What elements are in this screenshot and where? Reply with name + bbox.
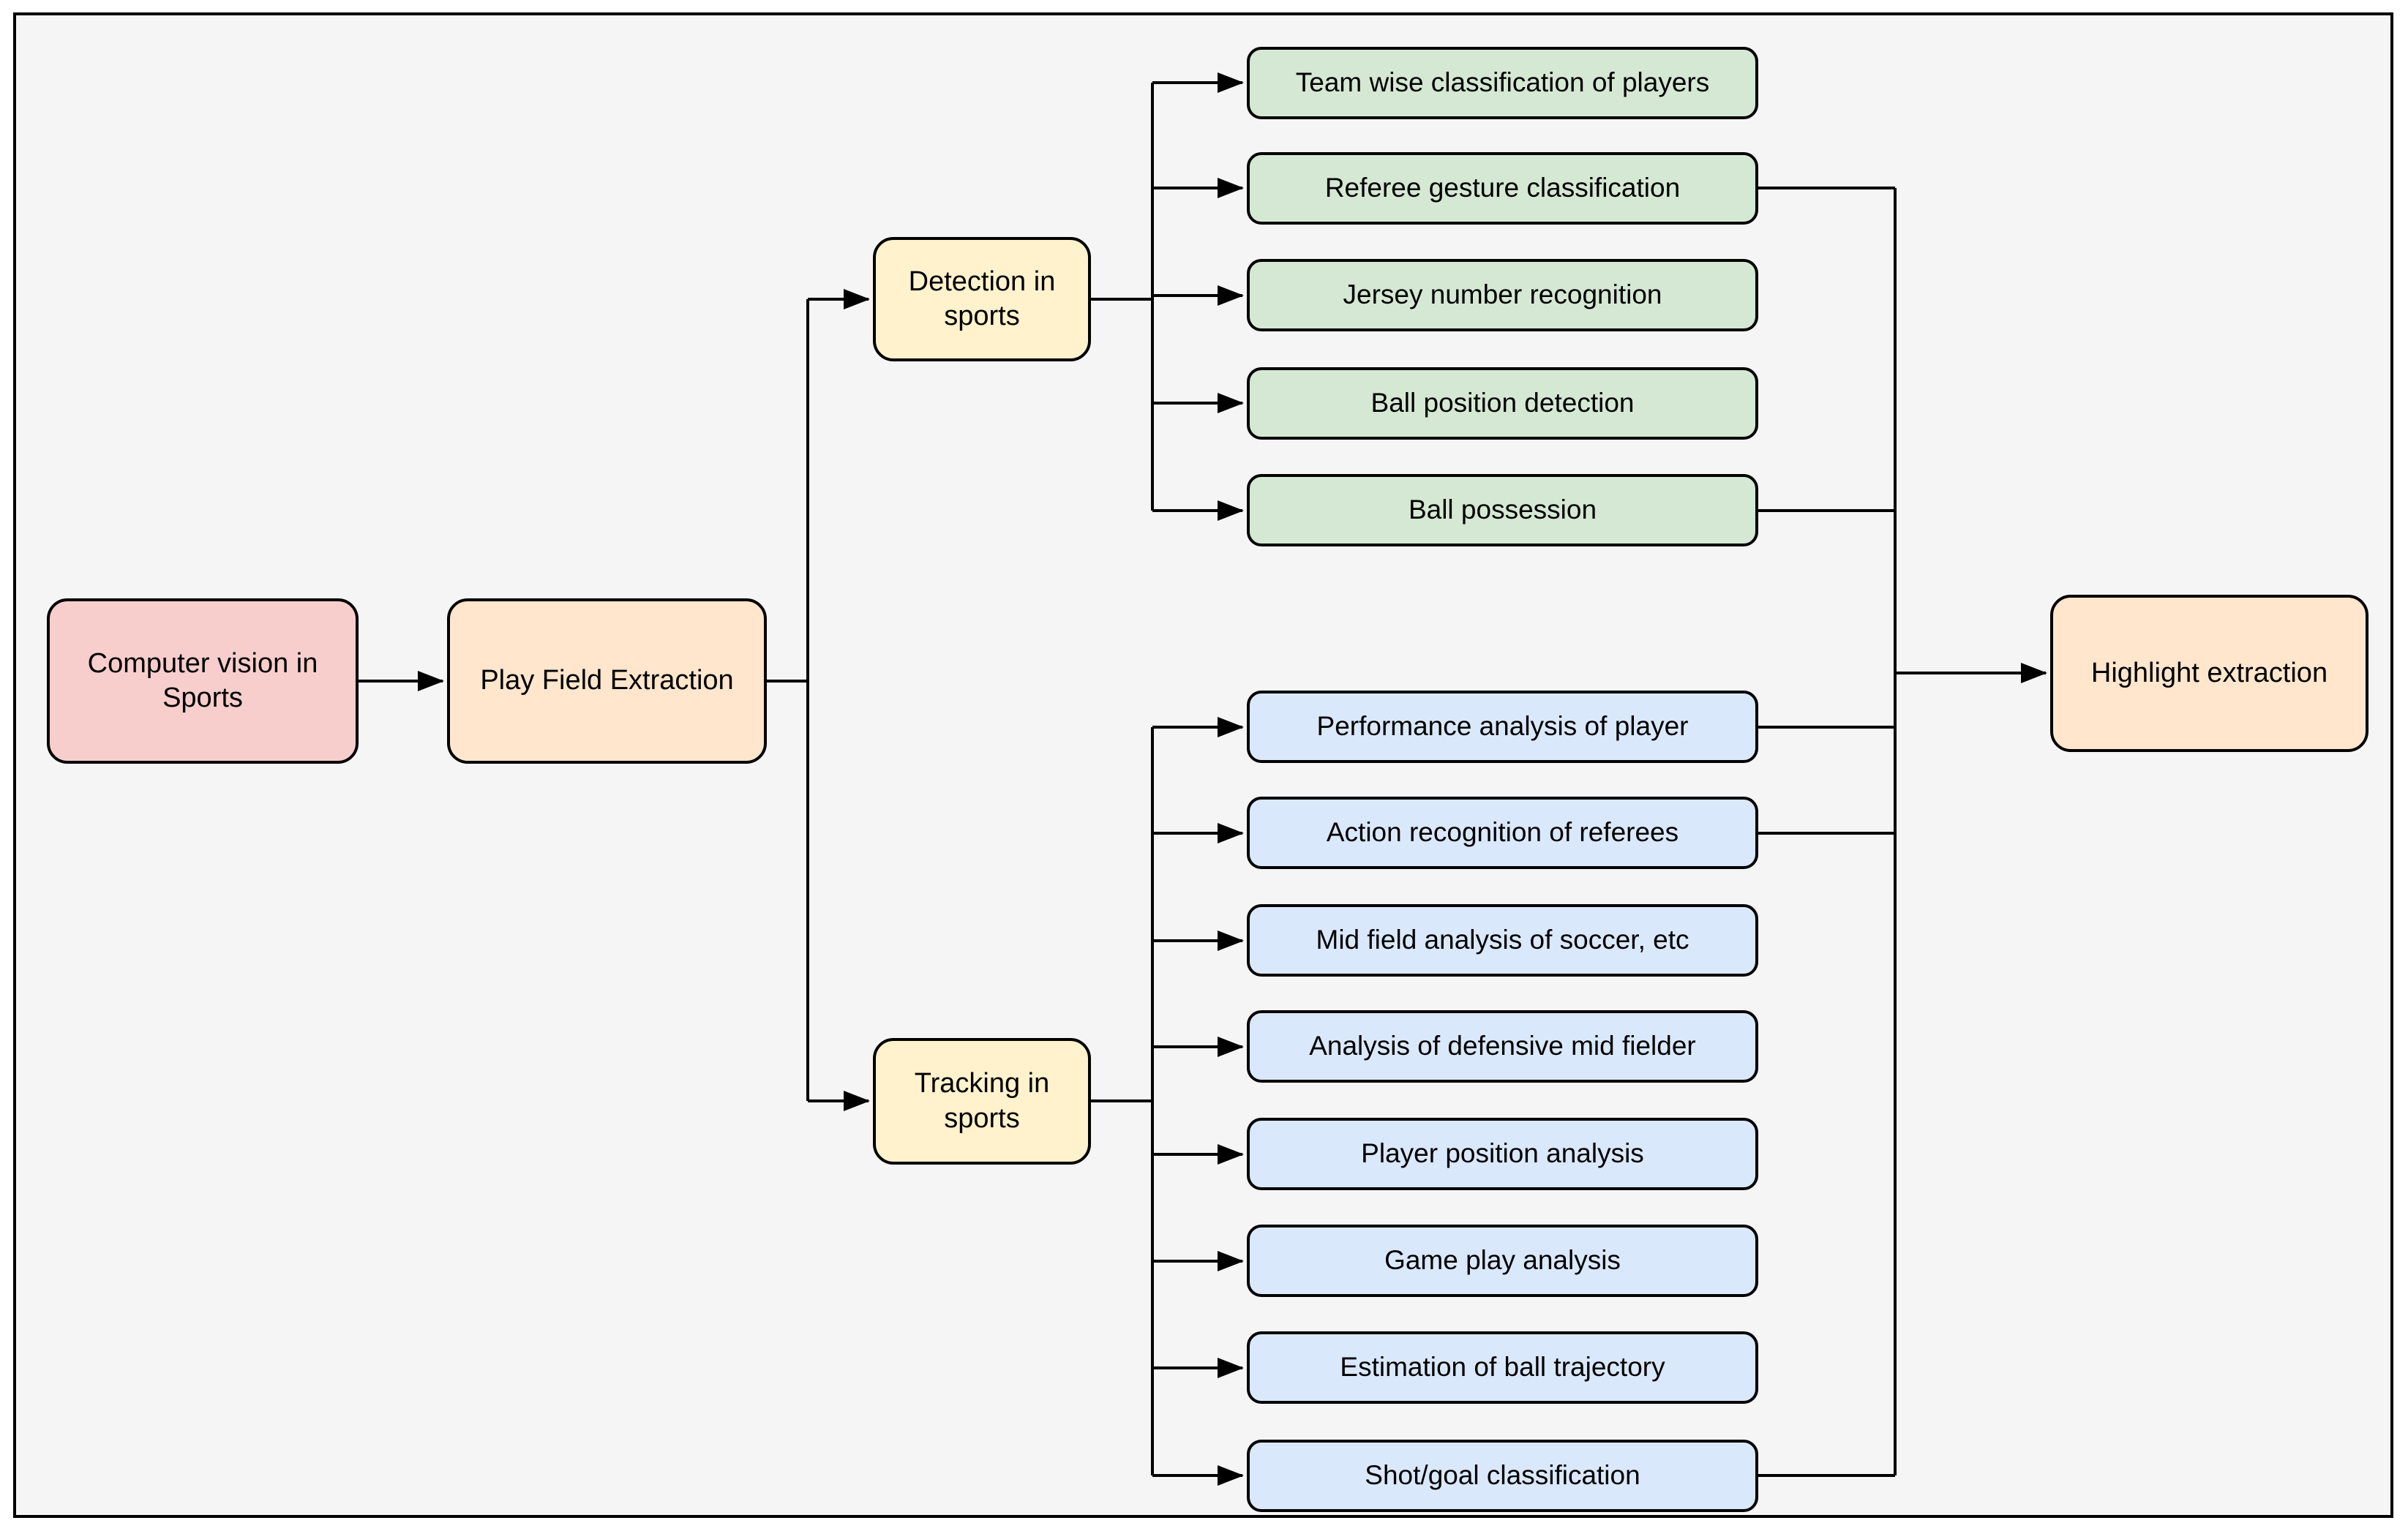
- node-highlight-extraction: Highlight extraction: [2050, 595, 2368, 752]
- node-ball-possession: Ball possession: [1247, 474, 1758, 546]
- node-action-recognition-of-referees: Action recognition of referees: [1247, 797, 1758, 869]
- node-player-position-analysis: Player position analysis: [1247, 1118, 1758, 1190]
- node-detection-in-sports: Detection in sports: [873, 237, 1091, 361]
- node-ball-position-detection: Ball position detection: [1247, 367, 1758, 440]
- node-mid-field-analysis: Mid field analysis of soccer, etc: [1247, 904, 1758, 977]
- node-tracking-in-sports: Tracking in sports: [873, 1038, 1091, 1165]
- node-jersey-number-recognition: Jersey number recognition: [1247, 259, 1758, 331]
- node-game-play-analysis: Game play analysis: [1247, 1225, 1758, 1297]
- node-shot-goal-classification: Shot/goal classification: [1247, 1440, 1758, 1512]
- node-computer-vision-in-sports: Computer vision in Sports: [47, 598, 359, 764]
- node-team-wise-classification: Team wise classification of players: [1247, 47, 1758, 119]
- node-estimation-of-ball-trajectory: Estimation of ball trajectory: [1247, 1331, 1758, 1404]
- node-play-field-extraction: Play Field Extraction: [447, 598, 767, 764]
- node-performance-analysis-of-player: Performance analysis of player: [1247, 691, 1758, 763]
- node-analysis-of-defensive-mid-fielder: Analysis of defensive mid fielder: [1247, 1010, 1758, 1083]
- node-referee-gesture-classification: Referee gesture classification: [1247, 152, 1758, 225]
- diagram-border: [13, 12, 2393, 1518]
